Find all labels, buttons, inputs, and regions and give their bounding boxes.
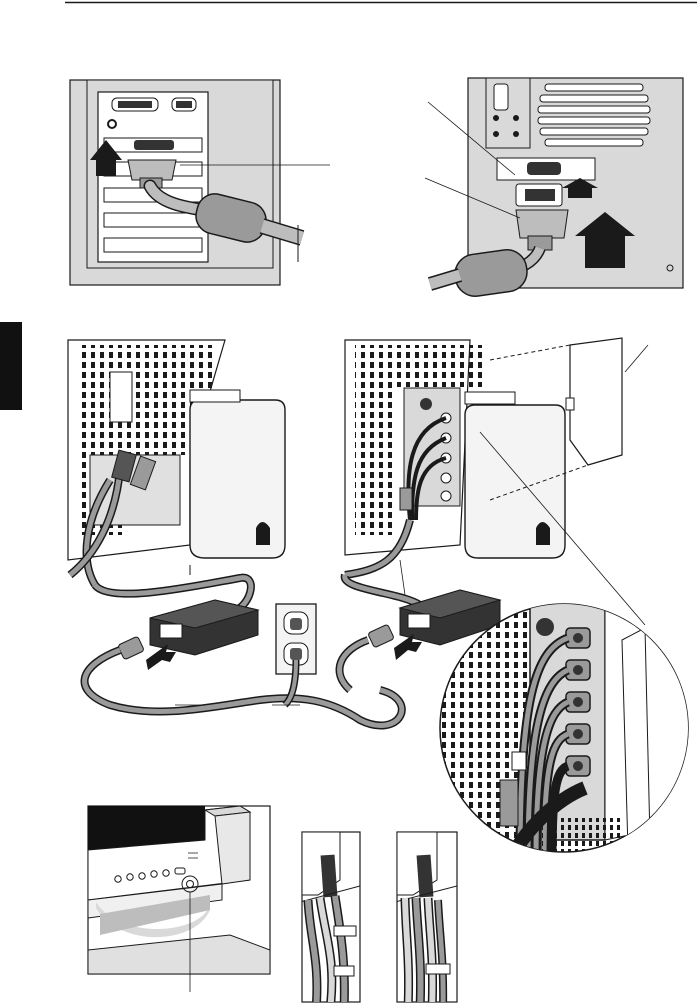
section-tab-marker <box>0 322 22 410</box>
cable-management-left <box>300 832 360 1006</box>
cover-panel-icon <box>570 338 622 465</box>
cable-clip-icon <box>426 964 450 974</box>
cable-clip-icon <box>334 926 356 936</box>
mac-video-connection <box>425 78 683 299</box>
power-plug-icon <box>368 624 395 648</box>
power-plug-icon <box>118 636 145 660</box>
vga-connector-icon <box>128 160 176 180</box>
stand-cover-icon <box>190 400 285 558</box>
monitor-power-button <box>88 806 270 992</box>
vga-connector-icon <box>516 210 568 238</box>
cable-clip-icon <box>334 966 354 976</box>
cable-management-right <box>395 832 457 1006</box>
bnc-detail-magnifier <box>440 600 697 860</box>
pc-video-card-connection <box>70 80 330 285</box>
